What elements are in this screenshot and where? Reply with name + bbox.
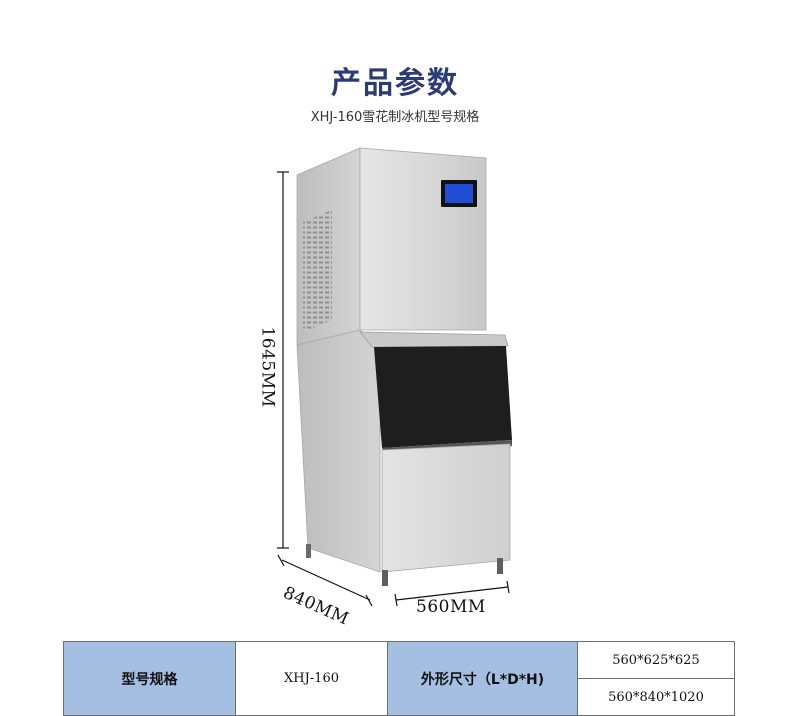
page-subtitle: XHJ-160雪花制冰机型号规格 — [310, 110, 480, 125]
width-label: 560MM — [416, 597, 486, 617]
spec-table: 型号规格 XHJ-160 外形尺寸（L*D*H) 560*625*625 560… — [63, 641, 735, 716]
model-value: XHJ-160 — [235, 641, 388, 716]
bin-top-band — [359, 331, 509, 348]
table-row: 560*840*1020 — [64, 678, 735, 716]
bin-side-panel — [296, 329, 381, 573]
leg — [497, 558, 503, 574]
height-label: 1645MM — [257, 326, 278, 408]
model-header: 型号规格 — [63, 641, 236, 716]
product-figure: 1645MM 840MM 560MM — [257, 147, 512, 630]
leg — [382, 570, 388, 586]
leg — [306, 544, 311, 558]
display-screen — [445, 184, 473, 203]
size-value-2: 560*840*1020 — [577, 678, 735, 716]
bin-door — [374, 346, 512, 448]
size-header: 外形尺寸（L*D*H) — [387, 641, 578, 716]
bin-front-panel — [381, 443, 511, 573]
depth-dimension-line — [277, 554, 373, 607]
vent-grille — [303, 210, 332, 332]
cabinet-front-panel — [359, 147, 487, 331]
ice-machine-illustration — [277, 147, 512, 607]
size-value-1: 560*625*625 — [577, 641, 735, 679]
width-dimension-line — [394, 580, 510, 607]
table-row: 型号规格 XHJ-160 外形尺寸（L*D*H) 560*625*625 — [63, 641, 735, 716]
height-dimension-line — [277, 171, 289, 549]
page-title: 产品参数 — [331, 66, 459, 101]
